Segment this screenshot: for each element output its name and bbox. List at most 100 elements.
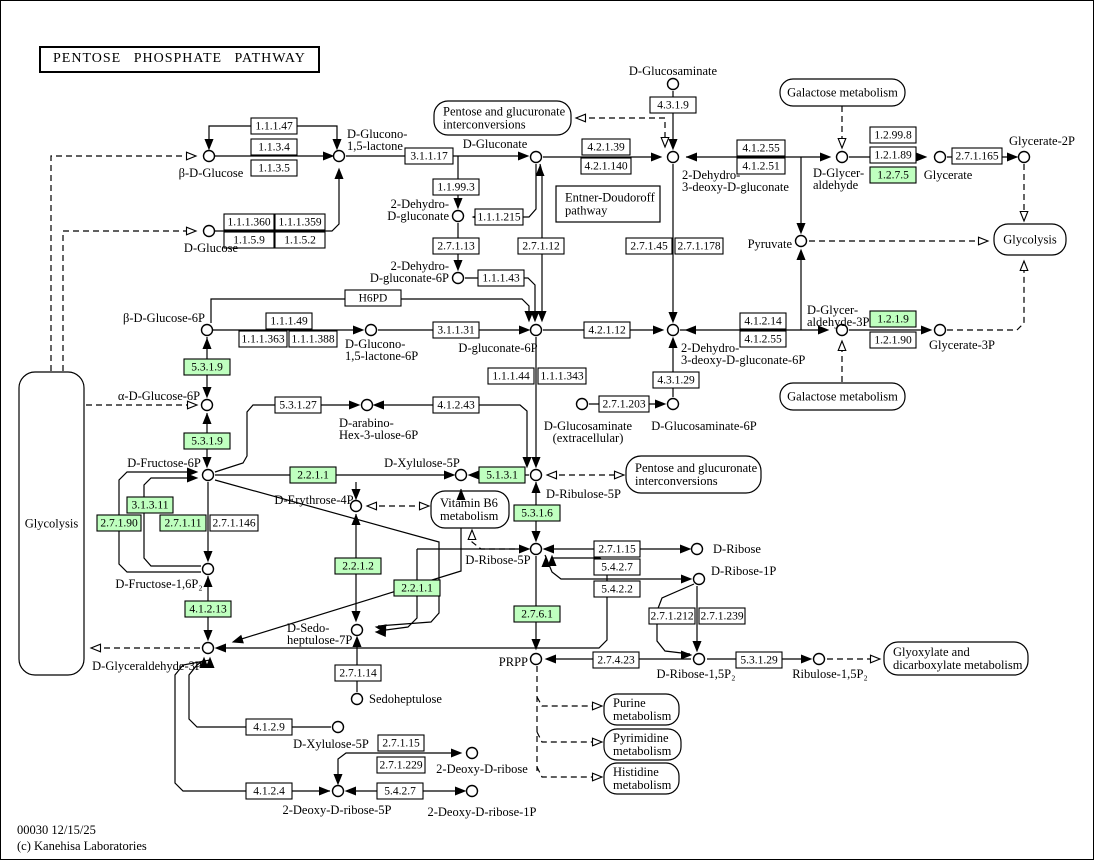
enzyme-box[interactable] xyxy=(517,237,565,255)
pathway-box[interactable] xyxy=(555,185,661,223)
enzyme-4.3.1.9[interactable]: 4.3.1.9 xyxy=(649,96,697,114)
compound-2-dehydro-d-gluconate-6p[interactable] xyxy=(451,271,465,285)
enzyme-2.2.1.1[interactable]: 2.2.1.1 xyxy=(393,579,441,597)
enzyme-4.1.2.43[interactable]: 4.1.2.43 xyxy=(432,396,480,414)
enzyme-box[interactable] xyxy=(183,432,231,450)
enzyme-box[interactable] xyxy=(593,580,641,598)
enzyme-5.3.1.9[interactable]: 5.3.1.9 xyxy=(183,358,231,376)
enzyme-box[interactable] xyxy=(869,146,917,164)
enzyme-box[interactable] xyxy=(432,237,480,255)
enzyme-box[interactable] xyxy=(625,237,673,255)
enzyme-1.2.1.90[interactable]: 1.2.1.90 xyxy=(869,331,917,349)
enzyme-box[interactable] xyxy=(126,496,174,514)
compound-2-dehydro-3-deoxy-d-gluconate[interactable] xyxy=(666,150,680,164)
enzyme-box[interactable] xyxy=(245,782,293,800)
compound-2-deoxy-d-ribose-1p[interactable] xyxy=(465,784,479,798)
enzyme-1.1.5.9[interactable]: 1.1.5.9 xyxy=(223,231,275,249)
compound-d-ribose[interactable] xyxy=(690,542,704,556)
enzyme-box[interactable] xyxy=(159,514,207,532)
enzyme-box[interactable] xyxy=(393,579,441,597)
enzyme-3.1.1.17[interactable]: 3.1.1.17 xyxy=(404,147,454,165)
compound-d-glyceraldehyde-3p[interactable] xyxy=(201,641,215,655)
enzyme-4.2.1.39[interactable]: 4.2.1.39 xyxy=(581,138,631,156)
enzyme-box[interactable] xyxy=(274,231,326,249)
compound-2-deoxy-d-ribose[interactable] xyxy=(465,746,479,760)
enzyme-1.1.1.388[interactable]: 1.1.1.388 xyxy=(288,330,338,348)
pathway-box[interactable] xyxy=(993,223,1067,256)
enzyme-4.3.1.29[interactable]: 4.3.1.29 xyxy=(652,371,700,389)
pathway-box[interactable] xyxy=(603,693,680,726)
pathway-box[interactable] xyxy=(625,455,762,494)
enzyme-1.1.1.359[interactable]: 1.1.1.359 xyxy=(274,213,326,231)
pathway-box[interactable] xyxy=(883,641,1029,676)
enzyme-4.1.2.4[interactable]: 4.1.2.4 xyxy=(245,782,293,800)
compound-glycerate-2p[interactable] xyxy=(1017,150,1031,164)
enzyme-H6PD[interactable]: H6PD xyxy=(344,289,402,307)
enzyme-5.3.1.6[interactable]: 5.3.1.6 xyxy=(513,504,561,522)
enzyme-box[interactable] xyxy=(289,466,337,484)
enzyme-5.4.2.7[interactable]: 5.4.2.7 xyxy=(593,558,641,576)
enzyme-4.1.2.9[interactable]: 4.1.2.9 xyxy=(245,718,293,736)
enzyme-4.1.2.51[interactable]: 4.1.2.51 xyxy=(736,157,786,175)
pathway-link-galactose-metabolism-mid[interactable]: Galactose metabolism xyxy=(779,382,906,411)
enzyme-box[interactable] xyxy=(183,358,231,376)
enzyme-box[interactable] xyxy=(376,756,426,774)
enzyme-2.7.1.15[interactable]: 2.7.1.15 xyxy=(377,734,425,752)
enzyme-box[interactable] xyxy=(477,269,525,287)
enzyme-box[interactable] xyxy=(288,330,338,348)
pathway-link-glycolysis-top-right[interactable]: Glycolysis xyxy=(993,223,1067,256)
compound-d-glucono-1-5-lactone[interactable] xyxy=(332,149,346,163)
compound-d-ribulose-5p[interactable] xyxy=(529,468,543,482)
enzyme-2.7.1.13[interactable]: 2.7.1.13 xyxy=(432,237,480,255)
enzyme-box[interactable] xyxy=(250,138,298,156)
enzyme-box[interactable] xyxy=(513,504,561,522)
enzyme-box[interactable] xyxy=(674,237,724,255)
compound-d-sedoheptulose-7p[interactable] xyxy=(350,623,364,637)
enzyme-box[interactable] xyxy=(478,466,526,484)
enzyme-2.7.1.229[interactable]: 2.7.1.229 xyxy=(376,756,426,774)
enzyme-4.1.2.55[interactable]: 4.1.2.55 xyxy=(739,330,787,348)
enzyme-2.7.1.212[interactable]: 2.7.1.212 xyxy=(648,607,696,625)
compound-d-glucosaminate-6p[interactable] xyxy=(666,397,680,411)
compound-ribulose-1-5p2[interactable] xyxy=(812,652,826,666)
enzyme-box[interactable] xyxy=(223,213,275,231)
enzyme-1.1.1.215[interactable]: 1.1.1.215 xyxy=(474,208,524,226)
enzyme-box[interactable] xyxy=(736,157,786,175)
enzyme-box[interactable] xyxy=(432,178,480,196)
compound-d-arabino-hex-3-ulose-6p[interactable] xyxy=(360,398,374,412)
enzyme-2.7.1.90[interactable]: 2.7.1.90 xyxy=(96,514,142,532)
pathway-box[interactable] xyxy=(779,78,906,107)
pathway-box[interactable] xyxy=(779,382,906,411)
compound-d-glyceraldehyde-3p-right[interactable] xyxy=(835,323,849,337)
enzyme-1.1.3.5[interactable]: 1.1.3.5 xyxy=(250,159,298,177)
enzyme-2.7.6.1[interactable]: 2.7.6.1 xyxy=(513,605,561,623)
pathway-box[interactable] xyxy=(430,490,510,529)
enzyme-box[interactable] xyxy=(238,330,288,348)
compound-d-glyceraldehyde[interactable] xyxy=(835,150,849,164)
enzyme-box[interactable] xyxy=(598,395,650,413)
pathway-box[interactable] xyxy=(603,762,680,795)
enzyme-box[interactable] xyxy=(265,312,313,330)
enzyme-box[interactable] xyxy=(274,396,322,414)
enzyme-2.7.1.11[interactable]: 2.7.1.11 xyxy=(159,514,207,532)
enzyme-5.3.1.9[interactable]: 5.3.1.9 xyxy=(183,432,231,450)
compound-d-glucose[interactable] xyxy=(202,224,216,238)
enzyme-box[interactable] xyxy=(593,558,641,576)
pathway-link-galactose-metabolism-top[interactable]: Galactose metabolism xyxy=(779,78,906,107)
enzyme-box[interactable] xyxy=(432,396,480,414)
enzyme-2.2.1.2[interactable]: 2.2.1.2 xyxy=(334,557,382,575)
enzyme-box[interactable] xyxy=(581,138,631,156)
enzyme-box[interactable] xyxy=(274,213,326,231)
enzyme-box[interactable] xyxy=(334,557,382,575)
enzyme-box[interactable] xyxy=(474,208,524,226)
enzyme-1.1.1.363[interactable]: 1.1.1.363 xyxy=(238,330,288,348)
enzyme-1.1.1.49[interactable]: 1.1.1.49 xyxy=(265,312,313,330)
enzyme-box[interactable] xyxy=(537,367,587,385)
enzyme-box[interactable] xyxy=(344,289,402,307)
enzyme-box[interactable] xyxy=(698,607,746,625)
